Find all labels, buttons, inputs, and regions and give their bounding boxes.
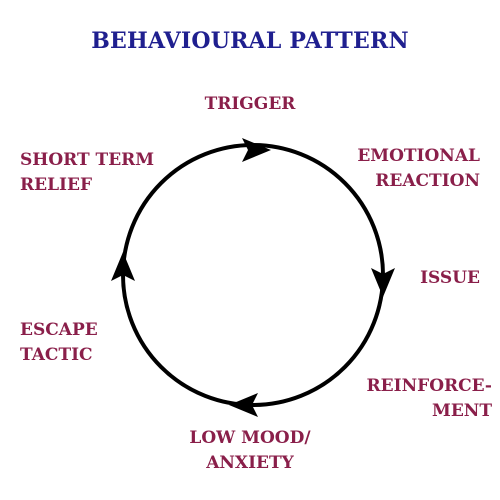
- stage-label-low-mood-line-2: ANXIETY: [206, 453, 294, 473]
- stage-label-escape-tactic: ESCAPE TACTIC: [20, 318, 98, 368]
- stage-label-low-mood-line-1: LOW MOOD/: [189, 428, 311, 448]
- stage-label-emotional-reaction-line-1: EMOTIONAL: [357, 146, 480, 166]
- stage-label-reinforcement-line-2: MENT: [432, 401, 492, 421]
- cycle-arrow-bottom: [229, 393, 258, 417]
- cycle-arrow-top: [242, 138, 271, 162]
- stage-label-escape-tactic-line-1: ESCAPE: [20, 320, 98, 340]
- stage-label-reinforcement-line-1: REINFORCE-: [366, 376, 492, 396]
- cycle-arrow-right: [371, 268, 395, 297]
- stage-label-emotional-reaction-line-2: REACTION: [375, 171, 480, 191]
- stage-label-short-term-relief-line-1: SHORT TERM: [20, 150, 155, 170]
- stage-label-issue-line-1: ISSUE: [420, 268, 480, 288]
- stage-label-short-term-relief-line-2: RELIEF: [20, 175, 93, 195]
- cycle-arrow-left: [111, 252, 135, 281]
- stage-label-low-mood-anxiety: LOW MOOD/ ANXIETY: [130, 426, 370, 476]
- stage-label-trigger: TRIGGER: [150, 92, 350, 117]
- stage-label-reinforcement: REINFORCE- MENT: [367, 374, 492, 424]
- stage-label-issue: ISSUE: [420, 266, 480, 291]
- page-title: BEHAVIOURAL PATTERN: [91, 28, 409, 54]
- stage-label-emotional-reaction: EMOTIONAL REACTION: [357, 144, 480, 194]
- stage-label-trigger-line-1: TRIGGER: [204, 94, 296, 114]
- stage-label-escape-tactic-line-2: TACTIC: [20, 345, 93, 365]
- cycle-ring: [121, 143, 385, 407]
- stage-label-short-term-relief: SHORT TERM RELIEF: [20, 148, 154, 198]
